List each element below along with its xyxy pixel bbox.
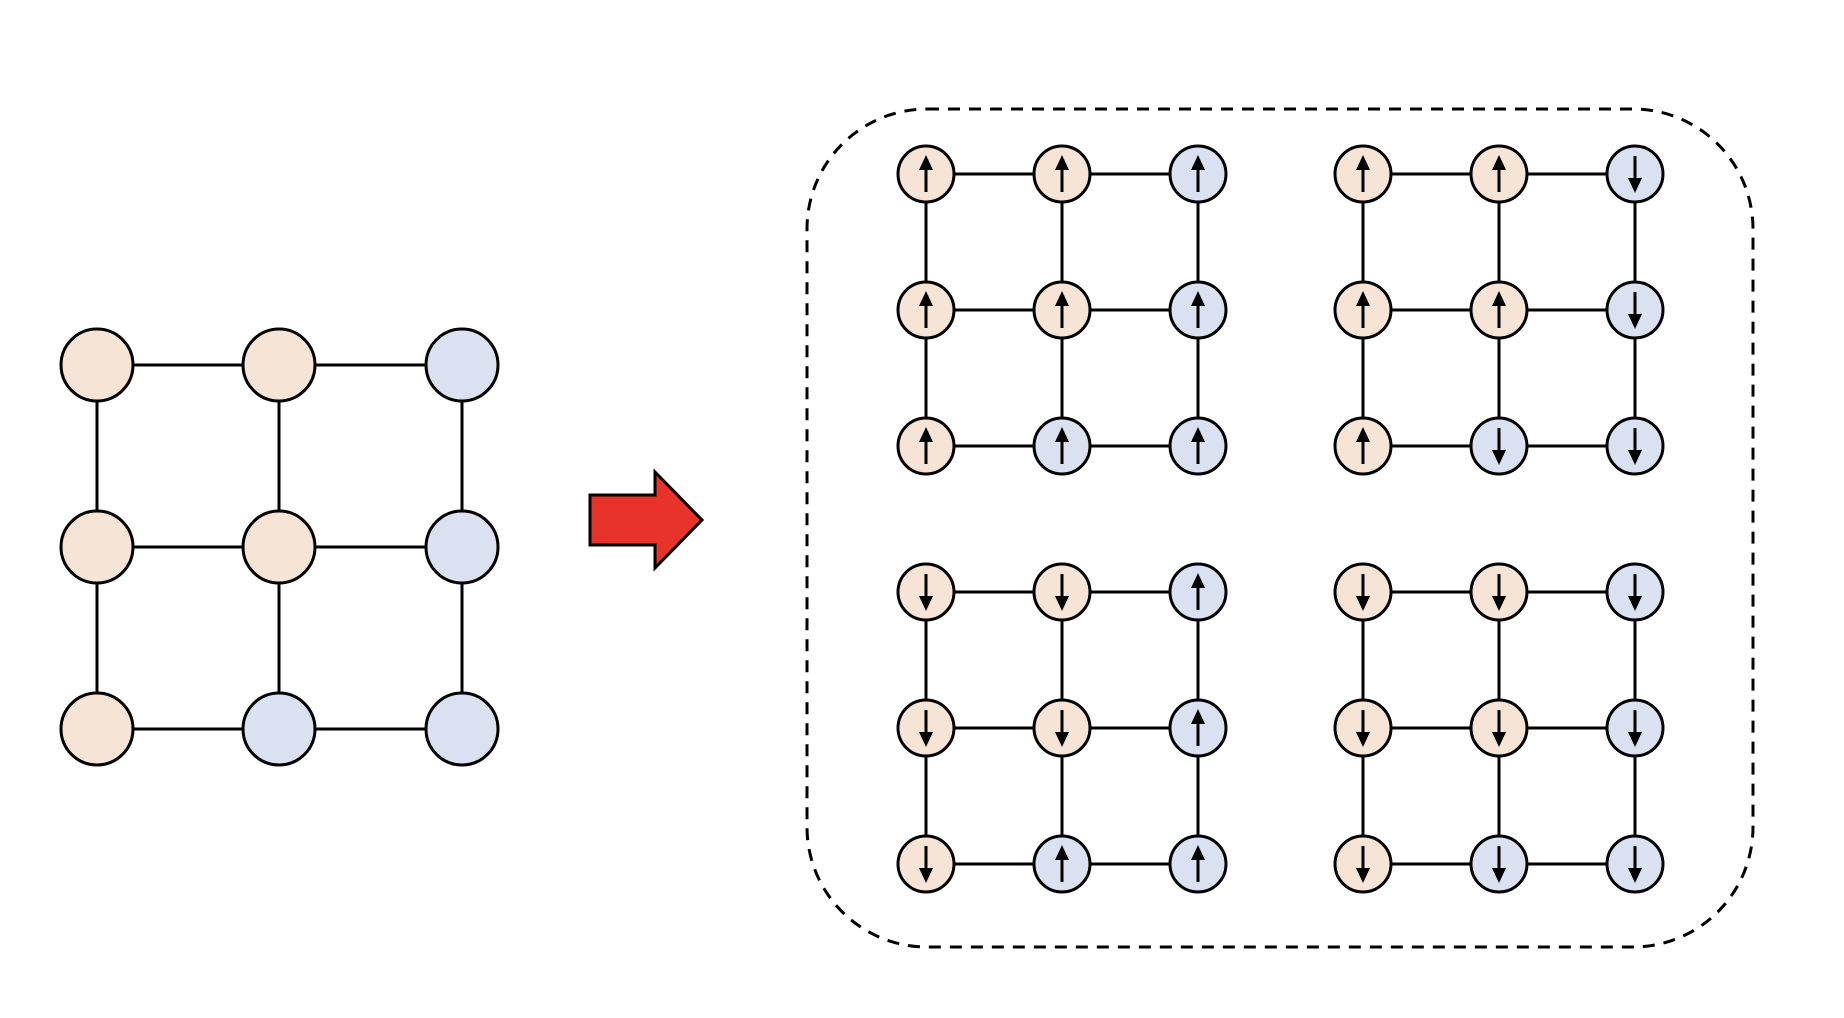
spin-up-arrow-icon xyxy=(1191,155,1205,192)
lattice-node xyxy=(241,691,317,767)
spin-up-arrow-icon xyxy=(1191,427,1205,464)
spin-down-arrow-icon xyxy=(1356,846,1370,883)
spin-down-arrow-icon xyxy=(1356,574,1370,611)
source-lattice xyxy=(59,327,500,767)
spin-up-arrow-icon xyxy=(1055,427,1069,464)
spin-down-arrow-icon xyxy=(1492,846,1506,883)
lattice-node xyxy=(241,509,317,585)
lattice-node xyxy=(241,327,317,403)
lattice-node xyxy=(59,509,135,585)
spin-down-arrow-icon xyxy=(1628,292,1642,329)
spin-up-arrow-icon xyxy=(919,155,933,192)
spin-configuration xyxy=(896,562,1228,894)
spin-down-arrow-icon xyxy=(1356,710,1370,747)
spin-configuration xyxy=(896,144,1228,476)
spin-down-arrow-icon xyxy=(1628,710,1642,747)
spin-down-arrow-icon xyxy=(919,574,933,611)
spin-down-arrow-icon xyxy=(1628,574,1642,611)
spin-up-arrow-icon xyxy=(1191,573,1205,610)
lattice-node xyxy=(59,327,135,403)
spin-up-arrow-icon xyxy=(1492,155,1506,192)
spin-down-arrow-icon xyxy=(1492,428,1506,465)
lattice-node xyxy=(424,327,500,403)
spin-up-arrow-icon xyxy=(1055,291,1069,328)
spin-up-arrow-icon xyxy=(1055,845,1069,882)
spin-up-arrow-icon xyxy=(919,291,933,328)
spin-configuration xyxy=(1333,562,1665,894)
spin-up-arrow-icon xyxy=(1191,709,1205,746)
spin-down-arrow-icon xyxy=(1628,428,1642,465)
lattice-node xyxy=(59,691,135,767)
spin-up-arrow-icon xyxy=(1356,291,1370,328)
spin-up-arrow-icon xyxy=(1492,291,1506,328)
spin-down-arrow-icon xyxy=(1628,156,1642,193)
spin-down-arrow-icon xyxy=(1492,574,1506,611)
spin-down-arrow-icon xyxy=(1492,710,1506,747)
lattice-node xyxy=(424,691,500,767)
spin-up-arrow-icon xyxy=(1191,291,1205,328)
spin-down-arrow-icon xyxy=(1055,574,1069,611)
spin-up-arrow-icon xyxy=(1356,155,1370,192)
right-arrow-icon xyxy=(588,468,705,572)
lattice-node xyxy=(424,509,500,585)
spin-up-arrow-icon xyxy=(1356,427,1370,464)
spin-down-arrow-icon xyxy=(1055,710,1069,747)
spin-down-arrow-icon xyxy=(1628,846,1642,883)
spin-up-arrow-icon xyxy=(1055,155,1069,192)
spin-down-arrow-icon xyxy=(919,710,933,747)
spin-up-arrow-icon xyxy=(919,427,933,464)
configuration-panel xyxy=(896,144,1665,894)
spin-configuration xyxy=(1333,144,1665,476)
spin-up-arrow-icon xyxy=(1191,845,1205,882)
spin-down-arrow-icon xyxy=(919,846,933,883)
